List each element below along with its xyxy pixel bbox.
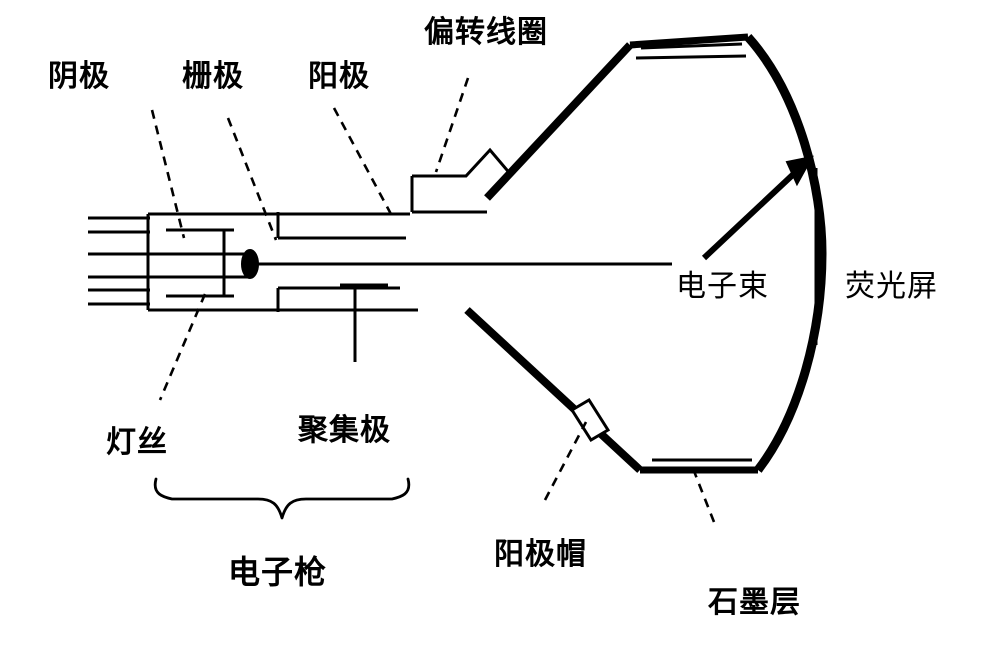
gun-internal-electrodes <box>150 228 250 298</box>
graphite-layer-bottom <box>646 458 755 472</box>
graphite-layer-top <box>635 42 747 60</box>
label-cathode: 阴极 <box>48 59 110 94</box>
label-anode-cap: 阳极帽 <box>494 537 587 572</box>
label-graphite-layer: 石墨层 <box>708 585 801 620</box>
focus-electrode <box>340 283 388 362</box>
electron-beam-arrow <box>701 165 803 261</box>
funnel-top-flat <box>629 33 749 49</box>
label-phosphor-screen: 荧光屏 <box>845 269 938 304</box>
lower-electrode-bracket <box>276 286 400 312</box>
label-deflection-coil: 偏转线圈 <box>424 15 548 50</box>
leader-grid <box>226 117 278 241</box>
funnel-upper-wall <box>484 42 633 201</box>
label-electron-beam: 电子束 <box>676 269 769 304</box>
label-grid: 栅极 <box>182 59 244 94</box>
label-electron-gun: 电子枪 <box>228 553 328 591</box>
leader-filament <box>158 293 207 401</box>
label-focus-electrode: 聚集极 <box>298 413 391 448</box>
leader-anode <box>332 107 394 217</box>
leader-anode-cap <box>543 421 588 501</box>
electron-gun-brace <box>153 477 411 520</box>
funnel-lower-wall <box>464 307 643 473</box>
coil-outline <box>412 147 514 178</box>
label-anode: 阳极 <box>308 59 370 94</box>
leader-deflection-coil <box>434 77 470 173</box>
leader-graphite-layer <box>690 465 716 523</box>
label-filament: 灯丝 <box>106 425 168 460</box>
grid-aperture <box>241 249 259 279</box>
deflection-coil <box>410 147 514 214</box>
leader-lines <box>150 77 716 523</box>
leader-cathode <box>150 109 186 239</box>
anode-cap-button <box>569 397 611 443</box>
phosphor-screen-face <box>744 33 827 473</box>
electron-beam-arrowhead <box>785 155 814 187</box>
gun-lead-pins <box>88 216 150 306</box>
grid-electrode <box>276 212 400 240</box>
